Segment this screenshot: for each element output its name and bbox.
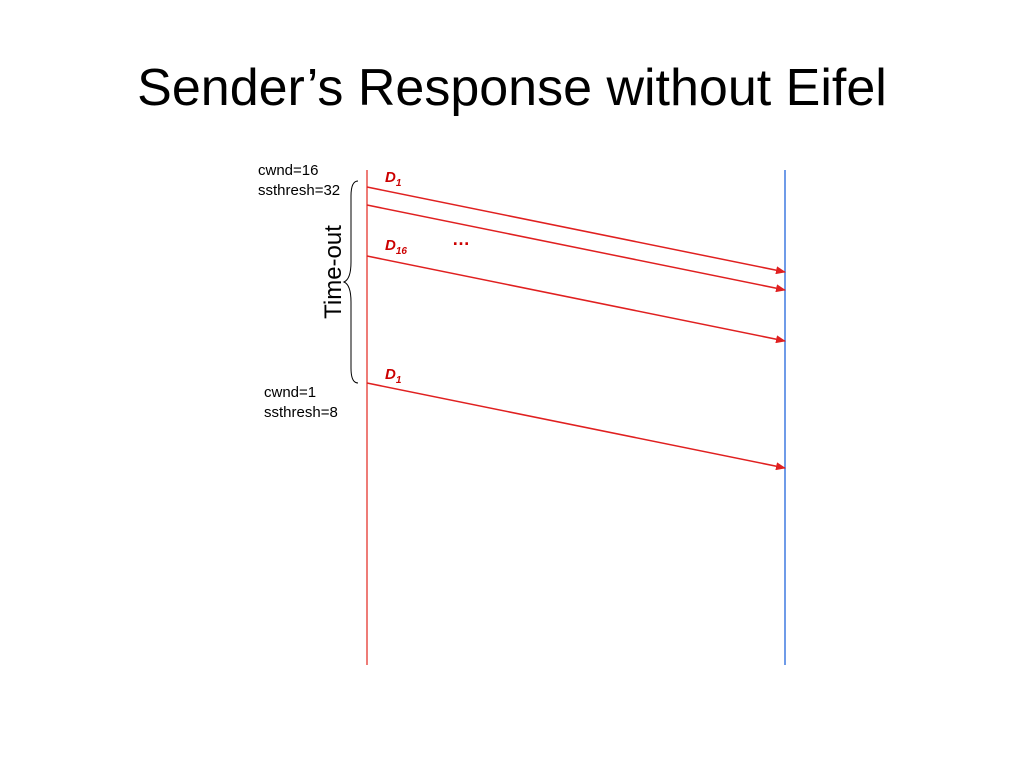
sender-state-after: cwnd=1 ssthresh=8 bbox=[264, 383, 338, 423]
segment-index: 1 bbox=[395, 375, 402, 386]
segment-label-d1: D1 bbox=[385, 169, 401, 189]
segments-ellipsis: … bbox=[452, 229, 470, 249]
segment-arrow-d1-retransmit bbox=[366, 382, 786, 471]
segment-letter: D bbox=[385, 169, 396, 186]
segment-index: 16 bbox=[395, 246, 407, 257]
cwnd-after: cwnd=1 bbox=[264, 384, 317, 401]
segment-letter: D bbox=[385, 366, 396, 383]
timeout-label: Time-out bbox=[320, 225, 347, 319]
segment-letter: D bbox=[385, 237, 396, 254]
segment-arrow-d16 bbox=[366, 255, 786, 344]
segment-index: 1 bbox=[395, 178, 402, 189]
segment-label-d1-retransmit: D1 bbox=[385, 366, 401, 386]
ssthresh-after: ssthresh=8 bbox=[264, 404, 338, 421]
segment-arrow-d2 bbox=[366, 204, 786, 293]
segment-label-d16: D16 bbox=[385, 237, 407, 257]
sender-state-before: cwnd=16 ssthresh=32 bbox=[258, 161, 340, 201]
cwnd-before: cwnd=16 bbox=[258, 162, 319, 179]
slide-title: Sender’s Response without Eifel bbox=[137, 59, 887, 117]
timeout-brace bbox=[342, 180, 359, 384]
ssthresh-before: ssthresh=32 bbox=[258, 182, 341, 199]
segment-arrow-d1 bbox=[366, 186, 786, 275]
